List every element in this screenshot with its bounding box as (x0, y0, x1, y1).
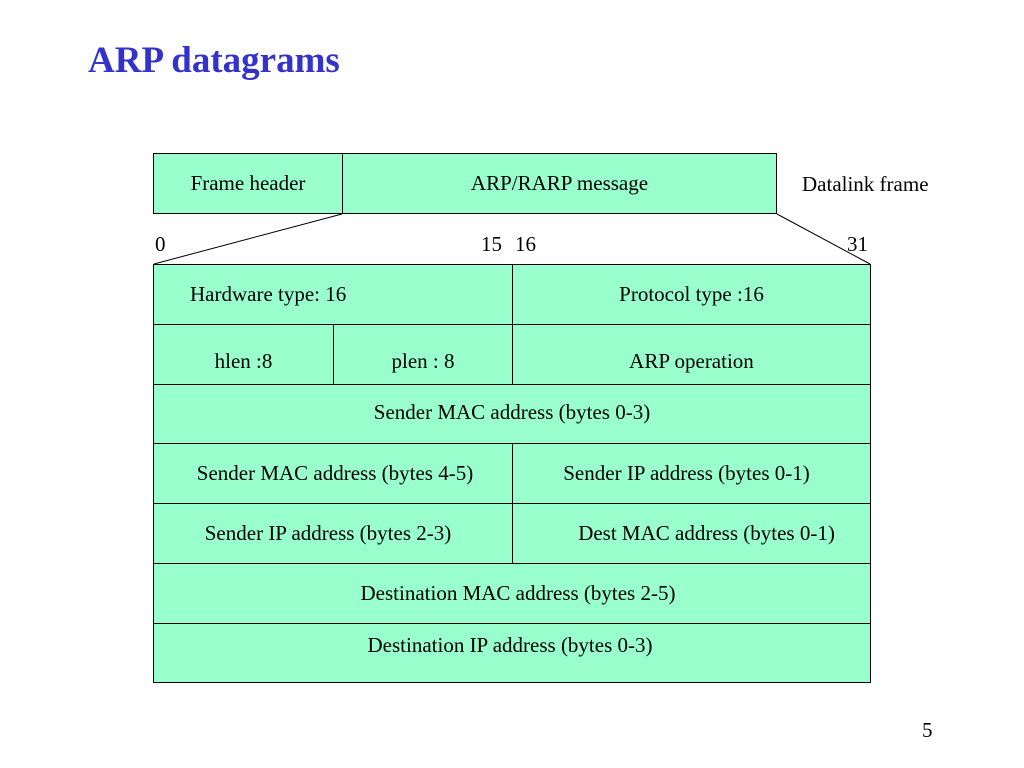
arp-operation-cell: ARP operation (512, 324, 871, 385)
dest-mac-2-5-cell: Destination MAC address (bytes 2-5) (153, 563, 871, 624)
frame-header-cell: Frame header (153, 153, 343, 214)
sender-mac-0-3-cell: Sender MAC address (bytes 0-3) (153, 384, 871, 444)
dest-ip-0-3-cell: Destination IP address (bytes 0-3) (153, 623, 871, 683)
sender-ip-0-1-cell: Sender IP address (bytes 0-1) (512, 443, 871, 504)
sender-ip-2-3-cell: Sender IP address (bytes 2-3) (153, 503, 513, 564)
bit-label-0: 0 (155, 232, 166, 256)
hardware-type-cell: Hardware type: 16 (153, 264, 513, 325)
page-number: 5 (922, 718, 933, 742)
bit-label-16: 16 (515, 232, 536, 256)
slide-title: ARP datagrams (88, 40, 340, 81)
bit-label-15: 15 (481, 232, 502, 256)
protocol-type-cell: Protocol type :16 (512, 264, 871, 325)
sender-mac-4-5-cell: Sender MAC address (bytes 4-5) (153, 443, 513, 504)
datalink-frame-label: Datalink frame (802, 172, 929, 196)
plen-cell: plen : 8 (333, 324, 513, 385)
bit-label-31: 31 (847, 232, 868, 256)
arp-message-cell: ARP/RARP message (342, 153, 777, 214)
hlen-cell: hlen :8 (153, 324, 334, 385)
dest-mac-0-1-cell: Dest MAC address (bytes 0-1) (512, 503, 871, 564)
